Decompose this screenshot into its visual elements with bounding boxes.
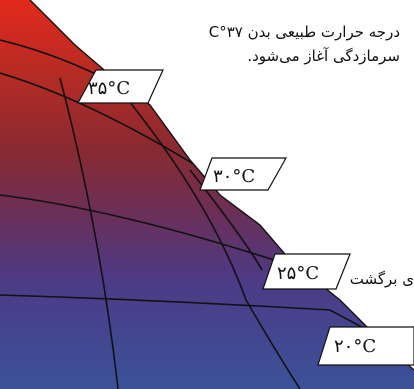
radial-line-1 — [59, 77, 119, 389]
label-25-text: ۲۵°C — [277, 263, 319, 284]
note-line-2: سرمازدگی آغاز می‌شود. — [247, 47, 400, 65]
band-line-4 — [0, 294, 414, 356]
band-line-3 — [0, 194, 281, 263]
partial-note-text: ی برگشت — [349, 270, 414, 288]
band-line-2 — [0, 72, 201, 169]
note-line-1: درجه حرارت طبیعی بدن ۳۷°C — [208, 23, 400, 41]
radial-line-2 — [119, 89, 301, 389]
label-30-text: ۳۰°C — [213, 166, 255, 187]
partial-note: ی برگشت — [342, 267, 414, 291]
label-tag-25: ۲۵°C — [262, 253, 351, 290]
band-line-1 — [0, 39, 101, 77]
label-20-text: ۲۰°C — [334, 336, 376, 357]
label-35-text: ۳۵°C — [88, 78, 130, 99]
label-tag-35: ۳۵°C — [76, 69, 164, 104]
body-temperature-note: درجه حرارت طبیعی بدن ۳۷°C سرمازدگی آغاز … — [209, 20, 400, 68]
label-tag-20: ۲۰°C — [317, 326, 414, 366]
label-tag-30: ۳۰°C — [199, 157, 288, 191]
